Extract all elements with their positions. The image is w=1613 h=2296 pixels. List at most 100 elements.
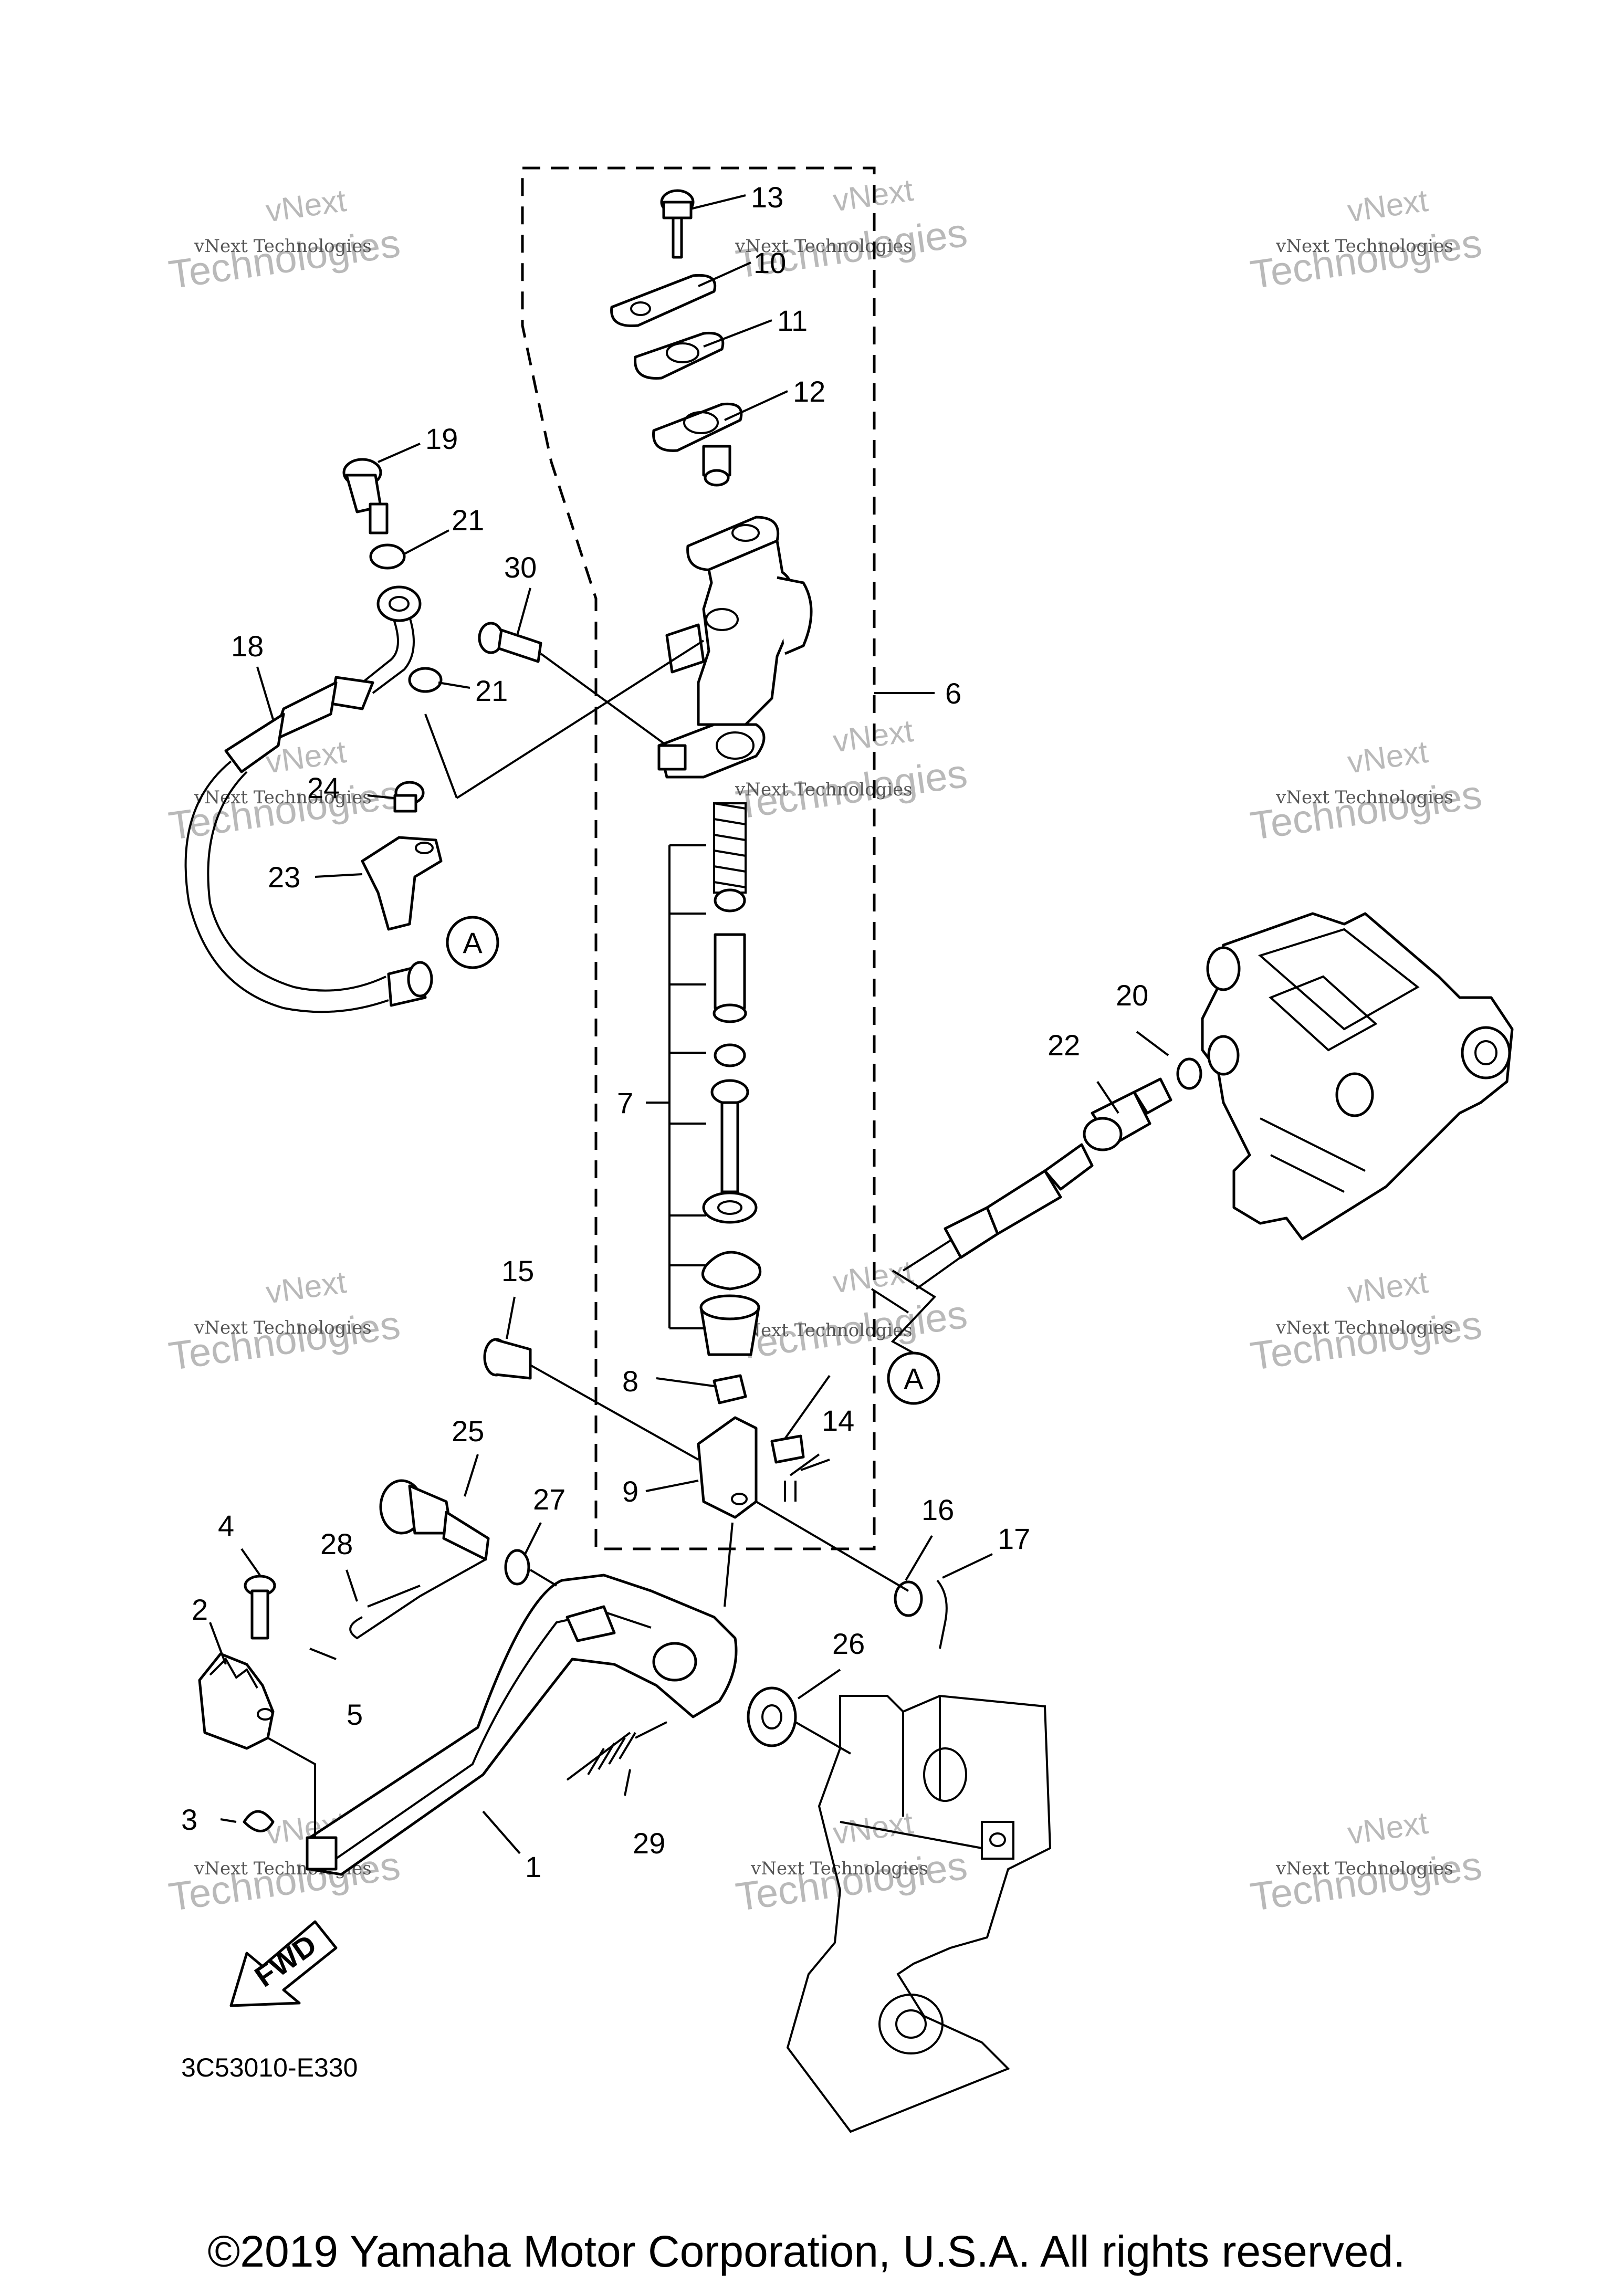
part-9-clevis	[697, 1416, 758, 1519]
callout-16: 16	[921, 1493, 954, 1526]
watermark-caption: vNext Technologies	[750, 1858, 928, 1879]
part-8-nut	[713, 1374, 747, 1404]
watermark-caption: vNext Technologies	[735, 779, 913, 800]
part-1-brake-pedal	[306, 1574, 738, 1876]
callout-20: 20	[1116, 979, 1148, 1012]
svg-text:Technologies: Technologies	[166, 772, 403, 849]
part-27-washer	[504, 1549, 530, 1586]
part-23-hose-clamp	[361, 836, 443, 931]
svg-text:A: A	[463, 926, 483, 959]
svg-text:vNext: vNext	[1345, 1264, 1430, 1310]
svg-text:Technologies: Technologies	[1248, 1303, 1484, 1379]
callout-leaders	[209, 194, 1169, 1854]
callout-4: 4	[218, 1509, 234, 1542]
part-5-cotter-pin	[309, 1648, 337, 1660]
watermark-caption: vNext Technologies	[1275, 787, 1453, 808]
part-16-washer	[894, 1580, 923, 1617]
watermark-caption: vNext Technologies	[735, 1320, 913, 1341]
part-26-washer	[747, 1686, 797, 1747]
part-29-return-spring	[566, 1721, 667, 1781]
callout-26: 26	[832, 1627, 865, 1660]
callout-11: 11	[777, 304, 808, 337]
master-cylinder-body	[657, 516, 813, 779]
watermark-name: Technologies	[166, 221, 403, 298]
svg-text:Technologies: Technologies	[1248, 1843, 1484, 1920]
watermark-caption: vNext Technologies	[194, 236, 372, 257]
frame-section	[786, 1694, 1052, 2133]
callout-labels: 1 2 3 4 5 6 7 8 9 10 11 12 13 14 15 16 1…	[181, 181, 1148, 1883]
svg-text:Technologies: Technologies	[733, 1843, 970, 1920]
part-7-piston-kit	[646, 802, 762, 1356]
svg-text:A: A	[904, 1362, 924, 1395]
part-10-reservoir-cap	[610, 274, 716, 328]
watermark-caption: vNext Technologies	[1275, 236, 1453, 257]
master-cylinder-assembly-boundary	[521, 166, 876, 1550]
watermark-caption: vNext Technologies	[1275, 1317, 1453, 1338]
part-12-diaphragm	[652, 402, 743, 452]
watermark-caption: vNext Technologies	[194, 1317, 372, 1338]
callout-22: 22	[1048, 1029, 1080, 1062]
part-30-bolt	[478, 622, 542, 663]
part-14-cotter-pin	[784, 1459, 830, 1502]
watermark-caption: vNext Technologies	[735, 236, 913, 257]
callout-23: 23	[268, 861, 300, 894]
callout-8: 8	[622, 1365, 638, 1398]
callout-9: 9	[622, 1475, 638, 1508]
callout-1: 1	[525, 1850, 541, 1883]
callout-10: 10	[753, 246, 786, 279]
part-17-cotter-pin	[936, 1579, 948, 1649]
part-3-clip	[243, 1810, 275, 1832]
svg-text:vNext: vNext	[264, 1264, 349, 1310]
callout-14: 14	[822, 1404, 854, 1437]
part-18-brake-hose	[184, 585, 433, 1013]
callout-25: 25	[452, 1414, 484, 1448]
part-2-brake-pedal-tip	[198, 1652, 275, 1750]
callout-19: 19	[425, 422, 458, 455]
connector-a-upper: A	[446, 916, 499, 969]
part-15-clevis-pin	[483, 1338, 532, 1380]
brake-caliper	[1201, 912, 1514, 1241]
callout-13: 13	[751, 181, 783, 214]
callout-29: 29	[633, 1827, 665, 1860]
watermark-caption: vNext Technologies	[1275, 1858, 1453, 1879]
svg-text:vNext: vNext	[1345, 183, 1430, 229]
part-11-plate	[634, 331, 725, 380]
callout-6: 6	[945, 677, 961, 710]
svg-text:Technologies: Technologies	[1248, 772, 1484, 849]
watermark: vNext Technologies	[733, 713, 970, 828]
part-25-pivot-shaft	[379, 1479, 490, 1561]
part-24-bolt	[393, 781, 425, 813]
callout-2: 2	[192, 1593, 208, 1626]
callout-5: 5	[347, 1698, 363, 1731]
callout-21-lower: 21	[475, 674, 508, 707]
part-19-union-bolt	[342, 458, 389, 534]
fwd-arrow-icon: FWD	[229, 1920, 338, 2007]
callout-3: 3	[181, 1803, 197, 1836]
svg-text:vNext: vNext	[1345, 734, 1430, 780]
part-8-lock-nut	[770, 1434, 805, 1464]
part-20-washer	[1176, 1057, 1202, 1090]
connector-a-lower: A	[887, 1351, 940, 1405]
callout-15: 15	[501, 1254, 534, 1287]
svg-text:vNext: vNext	[1345, 1805, 1430, 1851]
callout-27: 27	[533, 1483, 565, 1516]
callout-21-upper: 21	[452, 504, 484, 537]
callout-30: 30	[504, 551, 537, 584]
callout-28: 28	[320, 1527, 353, 1560]
part-21-washer-upper	[369, 543, 406, 570]
callout-18: 18	[231, 630, 264, 663]
callout-24: 24	[307, 771, 340, 804]
copyright-footer: ©2019 Yamaha Motor Corporation, U.S.A. A…	[207, 2227, 1406, 2276]
part-21-washer-lower	[408, 667, 443, 693]
caliper-hose-fitting	[902, 1143, 1094, 1290]
part-13-bolt	[660, 189, 695, 259]
watermark: vNext Technologies	[733, 1254, 970, 1369]
svg-text:Technologies: Technologies	[166, 1303, 403, 1379]
callout-17: 17	[998, 1522, 1030, 1555]
part-4-pin	[244, 1575, 276, 1640]
svg-text:Technologies: Technologies	[1248, 221, 1484, 298]
callout-7: 7	[617, 1086, 633, 1119]
diagram-reference-code: 3C53010-E330	[181, 2053, 358, 2082]
part-22-union	[1083, 1077, 1172, 1151]
